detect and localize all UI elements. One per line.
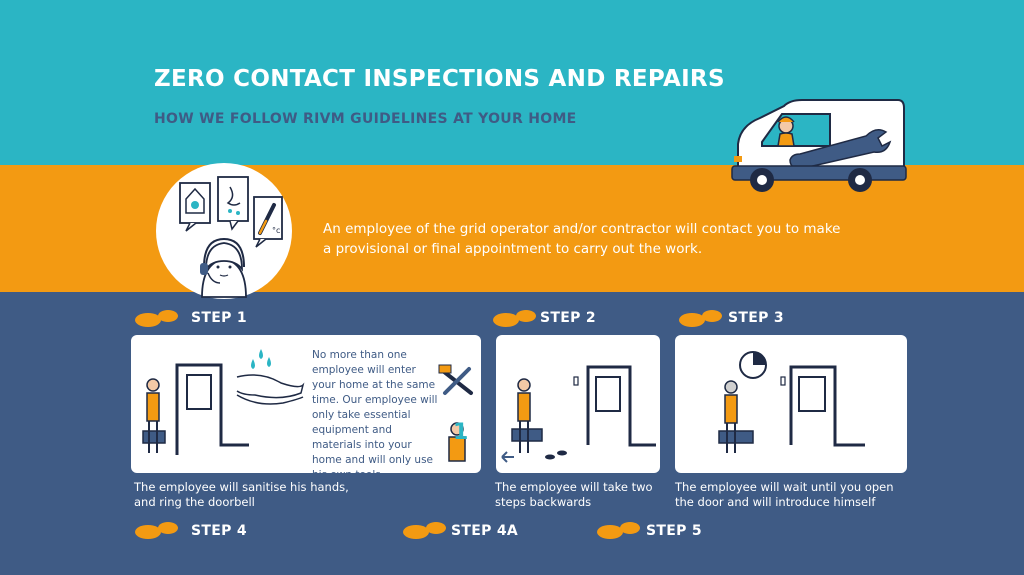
van-illustration <box>726 96 911 196</box>
worker-figure <box>511 378 543 453</box>
footprint-icon <box>492 308 538 330</box>
step-2-label: STEP 2 <box>540 310 596 326</box>
door-icon <box>573 365 656 447</box>
thermometer-icon: °c <box>253 196 283 248</box>
step-1-label: STEP 1 <box>191 310 247 326</box>
footprints-icon <box>545 450 567 460</box>
tools-icon <box>438 364 473 395</box>
page-title: ZERO CONTACT INSPECTIONS AND REPAIRS <box>154 66 725 92</box>
step-1-card-text: No more than one employee will enter you… <box>312 349 438 473</box>
step-3-card <box>675 335 907 473</box>
nose-icon <box>217 176 249 231</box>
footprint-icon <box>134 520 180 542</box>
celsius-label: °c <box>272 226 280 235</box>
step-3-caption: The employee will wait until you open th… <box>675 480 894 509</box>
house-icon <box>179 182 211 232</box>
worker-badge: 1 <box>448 420 468 462</box>
page-subtitle: HOW WE FOLLOW RIVM GUIDELINES AT YOUR HO… <box>154 111 577 127</box>
clock-icon <box>739 351 767 379</box>
worker-figure <box>718 380 754 453</box>
badge-number: 1 <box>453 420 468 445</box>
step-3-label: STEP 3 <box>728 310 784 326</box>
door-icon <box>780 365 865 447</box>
headset-person <box>200 237 247 298</box>
contact-illustration: °c <box>156 163 292 299</box>
step-1-card: 1 No more than one employee will enter y… <box>131 335 481 473</box>
step-4a-label: STEP 4A <box>451 523 519 539</box>
door-icon <box>175 363 249 455</box>
footprint-icon <box>678 308 724 330</box>
step-2-card <box>496 335 660 473</box>
footprint-icon <box>596 520 642 542</box>
hands-icon <box>236 349 305 405</box>
step-5-label: STEP 5 <box>646 523 702 539</box>
step-2-caption: The employee will take two steps backwar… <box>495 480 653 509</box>
arrow-left-icon <box>501 451 514 463</box>
intro-text: An employee of the grid operator and/or … <box>323 221 841 257</box>
step-1-caption: The employee will sanitise his hands, an… <box>134 480 349 509</box>
worker-figure <box>142 378 166 453</box>
footprint-icon <box>402 520 448 542</box>
step-4-label: STEP 4 <box>191 523 247 539</box>
footprint-icon <box>134 308 180 330</box>
